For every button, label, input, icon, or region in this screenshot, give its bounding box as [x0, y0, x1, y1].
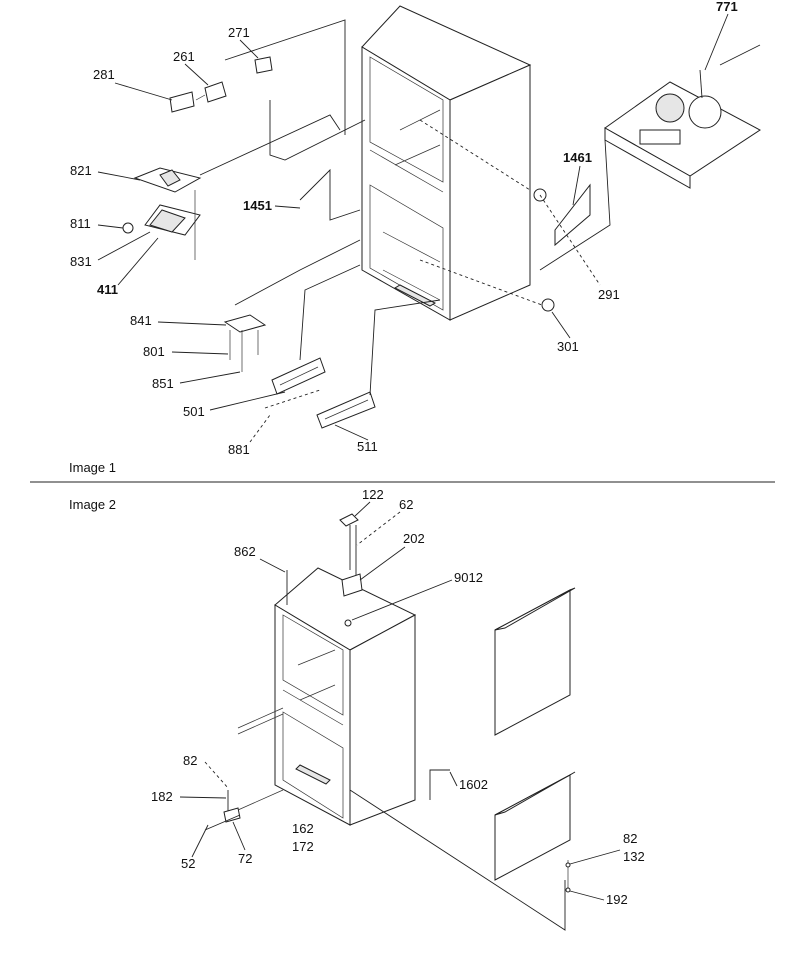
section-title-image-2: Image 2 [69, 497, 116, 512]
callout-132: 132 [623, 849, 645, 864]
callout-811: 811 [70, 216, 91, 231]
image-2-callouts: 122 62 202 862 9012 82 182 1602 162 172 … [151, 487, 645, 907]
image-2-illustration [204, 513, 576, 931]
callout-162: 162 [292, 821, 314, 836]
callout-72: 72 [238, 851, 252, 866]
callout-771: 771 [716, 0, 738, 14]
callout-62: 62 [399, 497, 413, 512]
callout-182: 182 [151, 789, 173, 804]
callout-801: 801 [143, 344, 165, 359]
callout-291: 291 [598, 287, 620, 302]
callout-862: 862 [234, 544, 256, 559]
callout-501: 501 [183, 404, 205, 419]
callout-52: 52 [181, 856, 195, 871]
callout-841: 841 [130, 313, 152, 328]
callout-511: 511 [357, 439, 378, 454]
callout-271: 271 [228, 25, 250, 40]
callout-301: 301 [557, 339, 579, 354]
callout-1451: 1451 [243, 198, 272, 213]
callout-881: 881 [228, 442, 250, 457]
callout-821: 821 [70, 163, 92, 178]
image-1-callouts: 771 271 261 281 821 1461 811 1451 831 41… [70, 0, 738, 457]
callout-831: 831 [70, 254, 92, 269]
callout-172: 172 [292, 839, 314, 854]
callout-851: 851 [152, 376, 174, 391]
callout-122: 122 [362, 487, 384, 502]
callout-1602: 1602 [459, 777, 488, 792]
callout-411: 411 [97, 282, 118, 297]
callout-261: 261 [173, 49, 195, 64]
image-1-illustration [122, 5, 761, 429]
callout-82-lower-hinge: 82 [183, 753, 197, 768]
callout-9012: 9012 [454, 570, 483, 585]
callout-202: 202 [403, 531, 425, 546]
callout-192: 192 [606, 892, 628, 907]
callout-281: 281 [93, 67, 115, 82]
section-title-image-1: Image 1 [69, 460, 116, 475]
callout-82-door: 82 [623, 831, 637, 846]
callout-1461: 1461 [563, 150, 592, 165]
